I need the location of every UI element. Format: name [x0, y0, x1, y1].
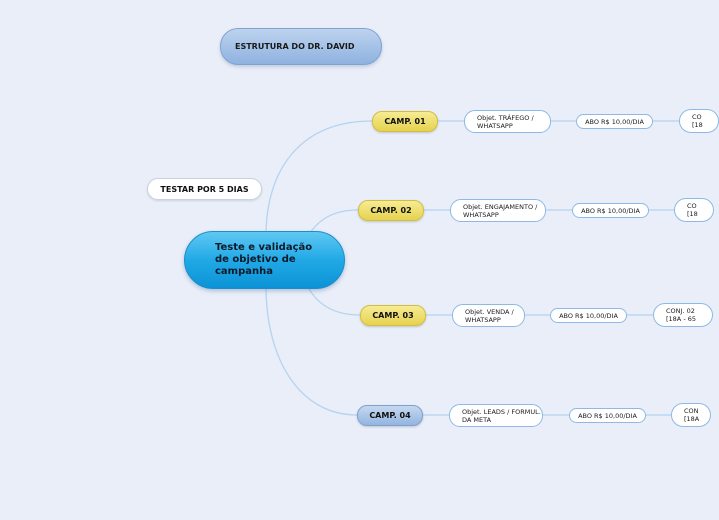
campaign-01-budget[interactable]: ABO R$ 10,00/DIA: [576, 114, 653, 129]
campaign-02-objective[interactable]: Objet. ENGAJAMENTO / WHATSAPP: [450, 199, 546, 222]
campaign-01-objective[interactable]: Objet. TRÁFEGO / WHATSAPP: [464, 110, 551, 133]
campaign-01-node[interactable]: CAMP. 01: [372, 111, 438, 132]
central-topic-label: Teste e validação de objetivo de campanh…: [215, 242, 313, 277]
connector-lines: [265, 120, 679, 416]
campaign-04-node[interactable]: CAMP. 04: [357, 405, 423, 426]
campaign-02-node[interactable]: CAMP. 02: [358, 200, 424, 221]
campaign-02-budget[interactable]: ABO R$ 10,00/DIA: [572, 203, 649, 218]
campaign-01-adset[interactable]: CO [18: [679, 109, 719, 133]
campaign-04-adset[interactable]: CON [18A: [671, 403, 711, 427]
campaign-03-objective[interactable]: Objet. VENDA / WHATSAPP: [452, 304, 525, 327]
campaign-04-budget[interactable]: ABO R$ 10,00/DIA: [569, 408, 646, 423]
campaign-03-budget[interactable]: ABO R$ 10,00/DIA: [550, 308, 627, 323]
central-topic-node[interactable]: Teste e validação de objetivo de campanh…: [184, 231, 345, 289]
connector-root-camp01: [265, 120, 373, 237]
campaign-04-objective[interactable]: Objet. LEADS / FORMUL. DA META: [449, 404, 543, 427]
connector-root-camp04: [265, 285, 358, 416]
campaign-03-adset[interactable]: CONJ. 02 [18A - 65: [653, 303, 713, 327]
structure-title-node[interactable]: ESTRUTURA DO DR. DAVID: [220, 28, 382, 65]
campaign-02-adset[interactable]: CO [18: [674, 198, 714, 222]
campaign-03-node[interactable]: CAMP. 03: [360, 305, 426, 326]
test-duration-note[interactable]: TESTAR POR 5 DIAS: [147, 178, 262, 200]
